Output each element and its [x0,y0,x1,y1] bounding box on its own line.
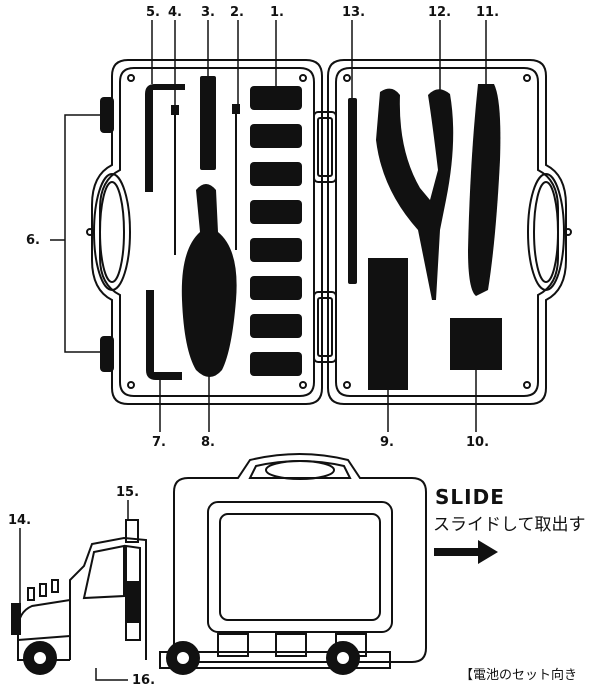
slide-arrow [434,540,498,564]
label-14: 14. [8,513,32,528]
screwdriver-handle [181,184,237,377]
label-11: 11. [476,5,500,20]
toy-truck [11,453,427,675]
case-left-half [91,59,323,405]
truck-cab [69,536,147,660]
label-8: 8. [201,435,215,450]
battery-note: 【電池のセット向き [460,668,578,683]
bit-bar [348,98,357,284]
label-13: 13. [342,5,366,20]
slide-title: SLIDE [435,485,505,509]
label-9: 9. [380,435,394,450]
label-7: 7. [152,435,166,450]
label-5: 5. [146,5,160,20]
truck-leader-lines [19,500,129,681]
callout-bracket-6 [50,114,100,353]
case-right-half [327,59,567,405]
screwdriver-bit [200,76,216,170]
label-16: 16. [132,673,156,688]
tools-right [348,84,502,390]
pliers [376,88,454,300]
label-12: 12. [428,5,452,20]
precision-driver-4 [171,105,179,115]
tool-block-9 [368,258,408,390]
open-case [86,59,572,405]
hex-key-large [145,84,185,192]
hex-key-small [146,290,182,380]
label-3: 3. [201,5,215,20]
leader-lines [151,20,487,432]
exhaust-stack [125,519,139,543]
tool-block-10 [450,318,502,370]
label-15: 15. [116,485,140,500]
latches [100,97,114,372]
label-2: 2. [230,5,244,20]
socket-set [250,86,302,376]
label-4: 4. [168,5,182,20]
trailer-case [173,453,427,663]
slide-subtitle: スライドして取出す [433,515,586,535]
label-1: 1. [270,5,284,20]
utility-knife [468,84,501,296]
hinge-top [313,111,337,183]
tools-left [145,76,302,380]
label-10: 10. [466,435,490,450]
label-6: 6. [26,233,40,248]
hinge-bottom [313,291,337,363]
precision-driver-2 [232,104,240,114]
